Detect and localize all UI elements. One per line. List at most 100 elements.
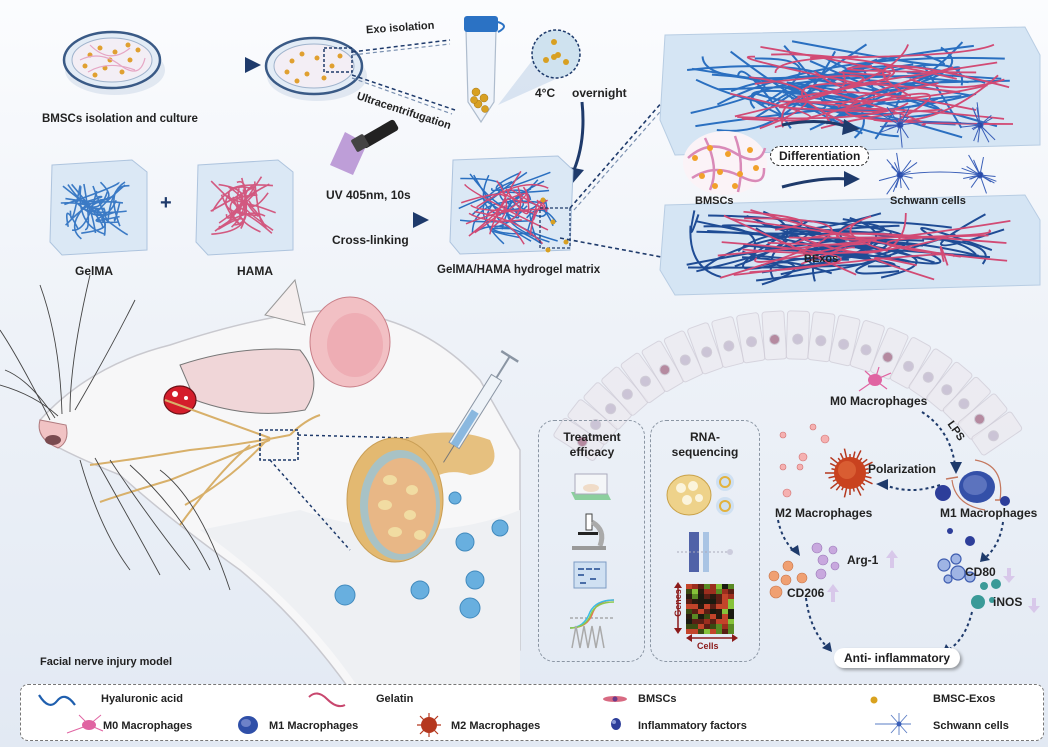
heatmap-cell: [692, 629, 698, 634]
treatment-title: Treatment efficacy: [563, 430, 621, 459]
heatmap-cell: [716, 619, 722, 624]
epithelial-cell: [736, 312, 766, 364]
fiber-strand: [211, 208, 247, 236]
fiber-strand: [106, 181, 126, 224]
plus-sign: +: [160, 192, 172, 214]
fiber-strand: [689, 225, 722, 278]
epithelial-cell: [889, 337, 932, 389]
heatmap-cell: [716, 584, 722, 589]
heatmap-cell: [692, 624, 698, 629]
exosome-magnify-icon: [498, 29, 581, 105]
model-label: Facial nerve injury model: [40, 656, 173, 668]
fiber-strand: [236, 196, 253, 207]
heatmap-cell: [704, 599, 710, 604]
fiber-strand: [242, 203, 276, 231]
epithelial-cell: [942, 376, 991, 425]
fiber-strand: [778, 100, 887, 113]
fiber-strand: [62, 185, 129, 236]
petri-dish-exo-icon: [264, 36, 367, 101]
inos-down-arrow-icon: [1028, 598, 1040, 613]
heatmap-cell: [698, 589, 704, 594]
fiber-strand: [458, 189, 532, 210]
fiber-strand: [920, 227, 993, 251]
m2-macrophage-icon: [779, 423, 873, 498]
exo-isolation-lines: [351, 39, 456, 115]
heatmap-cell: [686, 584, 692, 589]
heatmap-cell: [698, 624, 704, 629]
heatmap-cell: [710, 614, 716, 619]
fiber-strand: [721, 241, 842, 274]
fiber-strand: [83, 183, 90, 231]
heatmap-cell: [710, 589, 716, 594]
heatmap-x-label: Cells: [697, 641, 719, 651]
heatmap-cell: [710, 629, 716, 634]
bmsc-cluster-icon: [683, 131, 767, 195]
legend-label: M0 Macrophages: [103, 720, 193, 732]
m1-label: M1 Macrophages: [940, 506, 1038, 520]
schwann-process: [886, 174, 901, 195]
heatmap-cell: [704, 614, 710, 619]
sequencing-chip-icon: [677, 532, 733, 572]
heatmap-cell: [704, 594, 710, 599]
legend-label: BMSCs: [638, 693, 677, 705]
fiber-strand: [465, 210, 534, 225]
heatmap-cell: [686, 624, 692, 629]
heatmap-cell: [728, 584, 734, 589]
fiber-strand: [716, 56, 1005, 106]
bmsc-label: BMSCs: [695, 195, 734, 207]
heatmap-cell: [686, 629, 692, 634]
schwann-process: [878, 124, 901, 134]
heatmap-cell: [728, 594, 734, 599]
rat-head-illustration: [0, 274, 521, 691]
heatmap-cell: [722, 589, 728, 594]
epithelial-cell: [641, 340, 684, 392]
hama-label: HAMA: [237, 264, 273, 278]
fiber-strand: [492, 219, 525, 245]
heatmap-cell: [692, 619, 698, 624]
heatmap-cell: [698, 584, 704, 589]
fiber-strand: [532, 199, 548, 221]
schwann-label: Schwann cells: [890, 195, 966, 207]
fiber-strand: [65, 198, 110, 226]
fiber-strand: [686, 65, 860, 93]
fiber-strand: [95, 210, 119, 224]
centrifuge-tube-icon: [464, 16, 505, 124]
m0-macrophage-icon: [858, 366, 892, 392]
heatmap-cell: [722, 624, 728, 629]
m2-macrophage-icon: [417, 713, 441, 737]
uv-lamp-icon: [330, 119, 399, 175]
rnaseq-title: RNA-sequencing: [671, 430, 739, 459]
fiber-strand: [470, 204, 549, 212]
heatmap-cell: [692, 604, 698, 609]
fiber-strand: [780, 91, 977, 128]
heatmap-cell: [704, 619, 710, 624]
fiber-strand: [940, 213, 1005, 247]
gelma-label: GelMA: [75, 264, 114, 278]
fiber-strand: [222, 193, 246, 203]
fiber-strand: [60, 202, 106, 236]
pcr-curve-icon: [569, 599, 615, 649]
gelatin-icon: [308, 692, 346, 708]
fiber-strand: [210, 185, 255, 212]
heatmap-cell: [704, 629, 710, 634]
epithelial-cell: [828, 314, 861, 367]
epithelial-cell: [687, 322, 724, 375]
cd80-label: CD80: [965, 565, 996, 579]
heatmap-cell: [722, 594, 728, 599]
cd80-particles: [937, 528, 976, 584]
fiber-strand: [774, 55, 859, 74]
epithelial-cell: [761, 310, 788, 361]
polarization-label: Polarization: [868, 462, 937, 476]
heatmap-cell: [710, 599, 716, 604]
storage-temp-label: 4°C: [535, 86, 556, 100]
heatmap-cell: [698, 594, 704, 599]
fiber-strand: [529, 200, 548, 236]
fiber-strand: [846, 65, 977, 74]
fiber-strand: [788, 229, 992, 239]
fiber-strand: [474, 210, 544, 245]
gelma-cube-icon: [49, 159, 148, 256]
heatmap-icon: [674, 582, 738, 642]
epithelial-cell: [583, 382, 633, 430]
fiber-strand: [730, 92, 812, 122]
